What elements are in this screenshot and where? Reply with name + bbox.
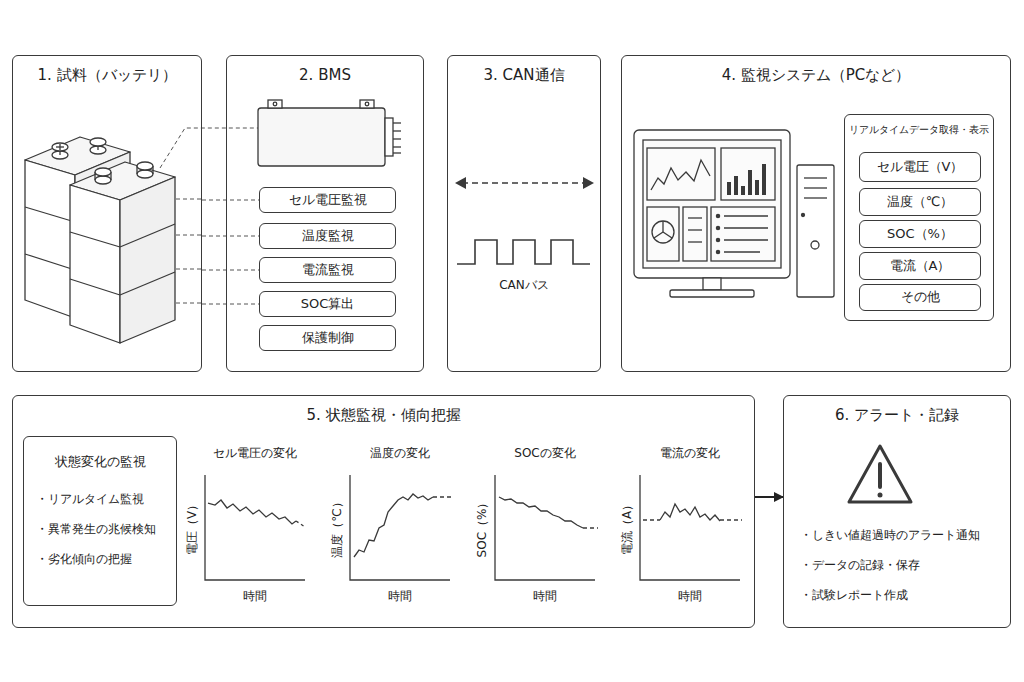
bullet-text: ・しきい値超過時のアラート通知 <box>800 528 980 543</box>
box-label: 状態変化の監視 <box>24 454 176 470</box>
bullet-text: ・データの記録・保存 <box>800 558 920 573</box>
axis-label: 時間 <box>388 589 412 603</box>
chart-title: セル電圧の変化 <box>213 446 297 460</box>
battery-illustration <box>25 137 175 343</box>
axis-label: SOC（%） <box>475 497 489 558</box>
function-box: SOC算出 <box>259 291 396 317</box>
box-label: SOC（%） <box>887 226 953 242</box>
flow-arrow <box>755 496 783 498</box>
box-label: その他 <box>901 289 940 305</box>
warning-icon <box>849 446 911 502</box>
data-box: 電流（A） <box>859 252 981 280</box>
chart-title: 温度の変化 <box>370 446 430 460</box>
sensor-leader <box>160 128 258 303</box>
function-box: 温度監視 <box>259 223 396 249</box>
can-bus-symbol <box>455 177 594 264</box>
panel: 3. CAN通信 <box>447 55 601 372</box>
panel: 6. アラート・記録・しきい値超過時のアラート通知・データの記録・保存・試験レポ… <box>783 395 1011 628</box>
box-label: 温度監視 <box>302 228 354 244</box>
function-box: 保護制御 <box>259 325 396 351</box>
axis-label: 時間 <box>678 589 702 603</box>
panel: 1. 試料（バッテリ） <box>12 55 202 372</box>
list-box: 状態変化の監視・リアルタイム監視・異常発生の兆候検知・劣化傾向の把握 <box>23 436 177 606</box>
box-label: セル電圧監視 <box>289 192 367 208</box>
box-label: 電流監視 <box>302 262 354 278</box>
sensor-line <box>202 236 259 237</box>
axis-label: 電圧（V） <box>185 499 199 555</box>
trend-charts <box>205 475 742 580</box>
box-label: 6. アラート・記録 <box>784 406 1010 425</box>
bullet-text: ・試験レポート作成 <box>800 588 908 603</box>
box-label: 4. 監視システム（PCなど） <box>622 66 1010 85</box>
box-label: 2. BMS <box>227 66 423 85</box>
chart-title: SOCの変化 <box>514 446 575 460</box>
box-label: 温度（℃） <box>887 194 954 210</box>
pc-illustration <box>634 130 834 297</box>
box-label: 保護制御 <box>302 330 354 346</box>
box-label: 5. 状態監視・傾向把握 <box>13 406 754 425</box>
data-box: その他 <box>859 284 981 311</box>
sensor-line <box>202 200 259 201</box>
axis-label: 時間 <box>533 589 557 603</box>
box-label: リアルタイムデータ取得・表示 <box>845 124 993 137</box>
data-group-box: リアルタイムデータ取得・表示セル電圧（V） 温度（℃） SOC（%） 電流（A） その他 <box>844 114 994 321</box>
axis-label: 時間 <box>243 589 267 603</box>
bus-label: CANバス <box>499 278 549 292</box>
chart-title: 電流の変化 <box>660 446 720 460</box>
sensor-line <box>202 304 259 305</box>
box-label: セル電圧（V） <box>877 159 964 175</box>
data-box: 温度（℃） <box>859 188 981 216</box>
box-label: 1. 試料（バッテリ） <box>13 66 201 85</box>
panel: 2. BMS セル電圧監視温度監視電流監視 SOC算出保護制御 <box>226 55 424 372</box>
panel: 5. 状態監視・傾向把握状態変化の監視・リアルタイム監視・異常発生の兆候検知・劣… <box>12 395 755 628</box>
box-label: 電流（A） <box>890 258 951 274</box>
box-label: SOC算出 <box>301 296 355 312</box>
bms-device <box>258 100 401 166</box>
box-label: 3. CAN通信 <box>448 66 600 85</box>
bullet-text: ・異常発生の兆候検知 <box>36 522 156 537</box>
panel: 4. 監視システム（PCなど） リアルタイムデータ取得・表示セル電圧（V） 温度（℃… <box>621 55 1011 372</box>
axis-label: 温度（℃） <box>330 496 344 557</box>
axis-label: 電流（A） <box>620 499 634 555</box>
function-box: セル電圧監視 <box>259 187 396 213</box>
bullet-text: ・リアルタイム監視 <box>36 492 144 507</box>
data-box: SOC（%） <box>859 220 981 248</box>
sensor-line <box>202 270 259 271</box>
function-box: 電流監視 <box>259 257 396 283</box>
data-box: セル電圧（V） <box>859 152 981 182</box>
bullet-text: ・劣化傾向の把握 <box>36 552 132 567</box>
